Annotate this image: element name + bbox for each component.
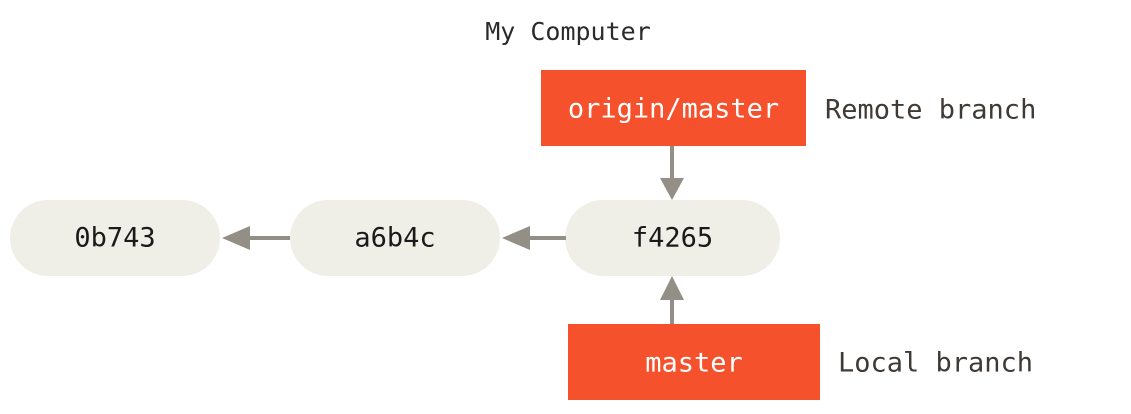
edge-origin-master-to-f4265-arrowhead xyxy=(660,178,684,200)
remote-branch-annotation: Remote branch xyxy=(825,95,1036,126)
branch-master-box[interactable] xyxy=(568,324,820,400)
branch-master[interactable]: master xyxy=(568,324,820,400)
commit-node-a6b4c-label: a6b4c xyxy=(354,223,435,254)
edge-a6b4c-to-0b743 xyxy=(222,226,290,250)
branch-origin-master[interactable]: origin/master xyxy=(541,70,806,146)
edge-f4265-to-a6b4c xyxy=(502,226,566,250)
branch-origin-master-label: origin/master xyxy=(568,94,779,125)
commit-node-f4265-box[interactable] xyxy=(565,200,780,276)
commit-node-f4265[interactable]: f4265 xyxy=(565,200,780,276)
diagram-title: My Computer xyxy=(485,17,651,46)
edge-f4265-to-a6b4c-arrowhead xyxy=(502,226,530,250)
edge-master-to-f4265-arrowhead xyxy=(660,276,684,300)
edge-origin-master-to-f4265 xyxy=(660,146,684,200)
commit-node-0b743[interactable]: 0b743 xyxy=(10,200,220,276)
commit-node-a6b4c[interactable]: a6b4c xyxy=(290,200,500,276)
commit-node-0b743-label: 0b743 xyxy=(74,223,155,254)
commit-node-0b743-box[interactable] xyxy=(10,200,220,276)
branch-origin-master-box[interactable] xyxy=(541,70,806,146)
commit-node-f4265-label: f4265 xyxy=(632,223,713,254)
commit-node-a6b4c-box[interactable] xyxy=(290,200,500,276)
edge-master-to-f4265 xyxy=(660,276,684,324)
branch-master-label: master xyxy=(645,348,743,379)
edge-a6b4c-to-0b743-arrowhead xyxy=(222,226,250,250)
local-branch-annotation: Local branch xyxy=(838,348,1033,379)
